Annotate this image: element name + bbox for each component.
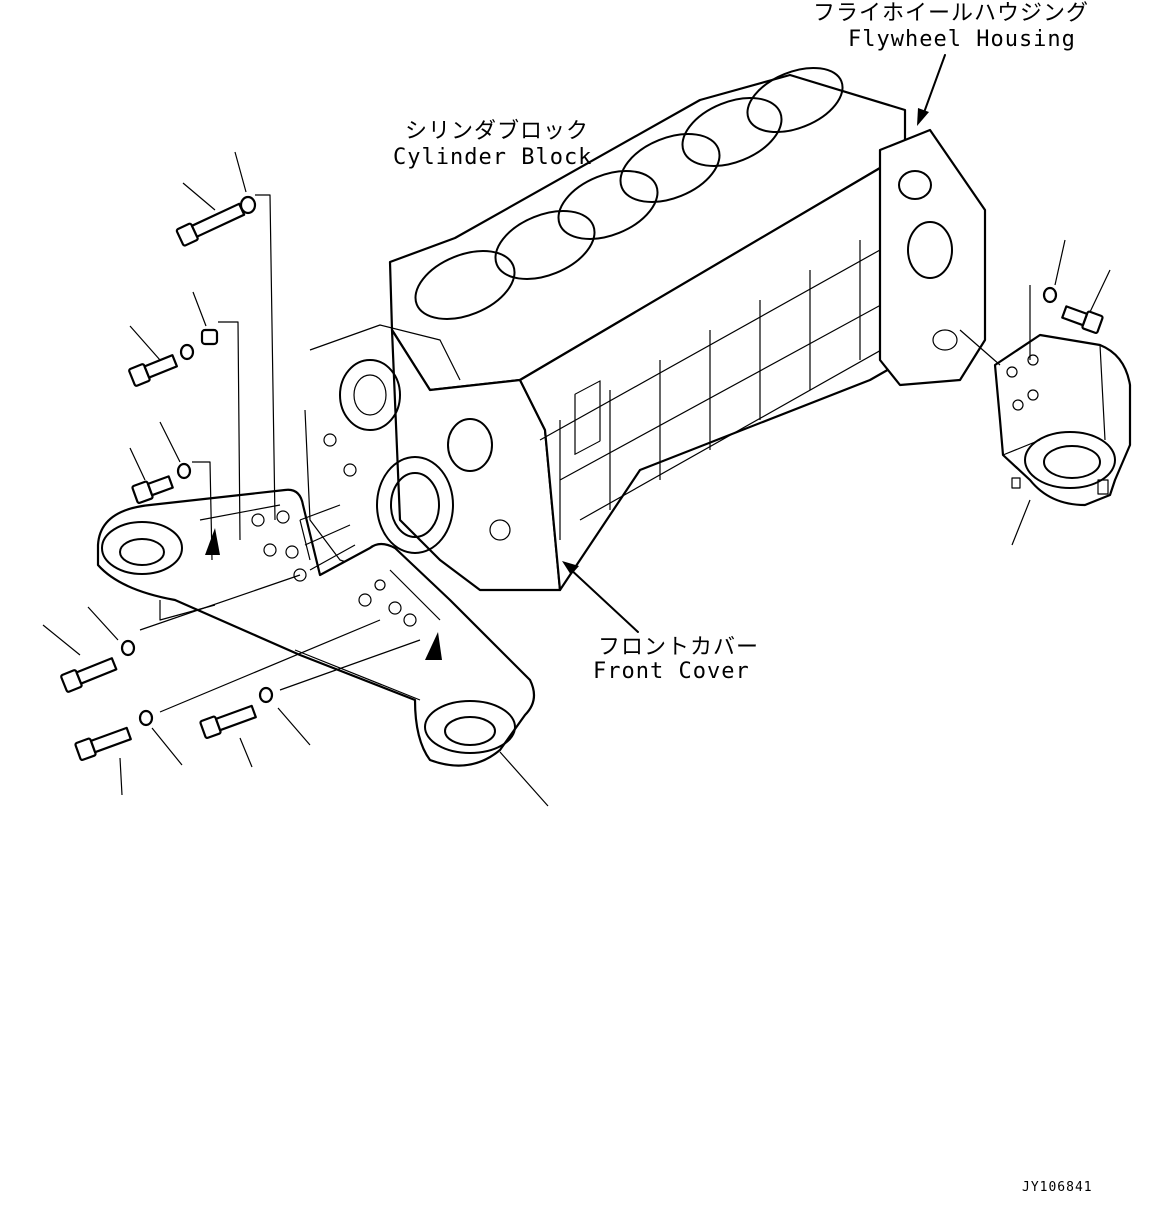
spacer bbox=[200, 328, 219, 346]
label-front-cover-en: Front Cover bbox=[593, 659, 750, 684]
leader-lines bbox=[42, 151, 1111, 807]
front-cover-details bbox=[304, 324, 511, 581]
washer bbox=[258, 686, 274, 704]
bracket-bolt-holes bbox=[251, 510, 417, 627]
flywheel-housing-arrow bbox=[917, 54, 946, 126]
label-cylinder-block-en: Cylinder Block bbox=[393, 145, 592, 170]
label-front-cover-jp: フロントカバー bbox=[598, 635, 759, 660]
cylinder-block bbox=[304, 66, 987, 592]
block-side-ribs bbox=[539, 240, 891, 540]
washer bbox=[1042, 286, 1058, 304]
cylinder-bores bbox=[414, 66, 844, 320]
flywheel-housing bbox=[878, 128, 987, 387]
bolt bbox=[199, 704, 257, 739]
front-engine-bracket bbox=[96, 488, 536, 767]
washer bbox=[179, 343, 195, 361]
bolt bbox=[131, 475, 174, 504]
fasteners bbox=[60, 195, 1104, 761]
washer bbox=[138, 709, 154, 727]
bolt bbox=[74, 726, 132, 761]
washer bbox=[176, 462, 192, 480]
label-flywheel-housing-jp: フライホイールハウジング bbox=[813, 1, 1089, 26]
rear-engine-bracket bbox=[993, 333, 1132, 507]
drawing-code: JY106841 bbox=[1022, 1180, 1093, 1195]
front-cover-arrow bbox=[562, 561, 639, 633]
label-cylinder-block-jp: シリンダブロック bbox=[405, 119, 589, 144]
bolt bbox=[1061, 305, 1104, 334]
bolt bbox=[175, 202, 246, 247]
bolt bbox=[128, 354, 178, 387]
bolt bbox=[60, 657, 118, 693]
washer bbox=[120, 639, 136, 657]
washer bbox=[239, 195, 257, 215]
label-flywheel-housing-en: Flywheel Housing bbox=[848, 27, 1076, 52]
